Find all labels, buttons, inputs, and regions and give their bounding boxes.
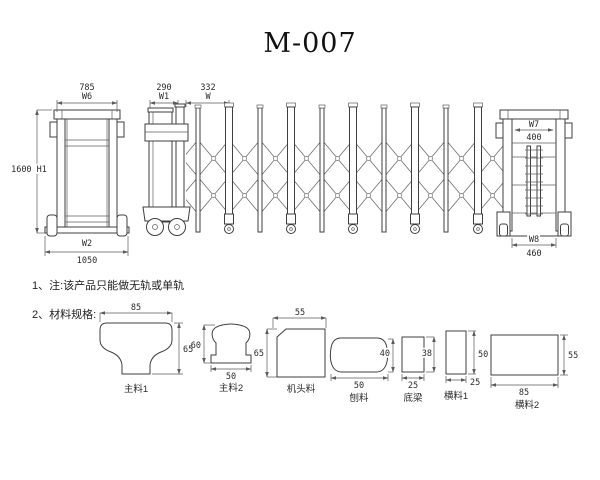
profile-3-shape [276,328,326,378]
plain-upright-bars [194,104,450,233]
profile-main-1: 85 65 主料1 [99,303,193,395]
profile-main-2: 60 50 主料2 [191,323,252,394]
end-post-hinge-tab [564,122,573,139]
left-post-height-dim: 1600 H1 [11,165,47,175]
profile-3-height-dim: 65 [254,349,264,359]
profile-cross-rail-1: 50 25 横料1 [444,330,488,402]
profile-5-width-dim: 25 [408,381,418,391]
profile-5-height-dim: 38 [422,349,432,359]
left-post-base [44,226,130,234]
profile-cross-rail-2: 55 85 横料2 [490,334,578,411]
profile-6-label: 横料1 [444,390,468,402]
left-post-width-label: W6 [82,92,92,102]
profile-6-shape [445,330,467,375]
head-unit-dimensions: 290 W1 [149,83,179,108]
section-pitch-dimensions: 332 W [185,83,230,107]
profile-1-height-dim: 65 [183,345,193,355]
end-post-base-width-dim: 460 [526,249,541,259]
head-unit-width-label: W1 [159,92,169,102]
wheeled-upright-bars [224,102,483,234]
profile-3-label: 机头料 [287,383,316,395]
end-post-ladder [525,145,543,217]
profile-bottom-beam: 38 25 底梁 [401,336,436,404]
end-post-inner-width-dim: 400 [526,133,541,143]
profile-2-height-dim: 60 [191,341,201,351]
profile-5-label: 底梁 [403,392,423,404]
profile-2-width-dim: 50 [226,372,236,382]
left-post-base-width-dim: 1050 [77,256,97,266]
left-post-base-width-label: W2 [82,239,92,249]
profile-7-label: 横料2 [515,399,539,411]
end-post-hinge-tab [495,122,504,139]
head-unit-width-dim: 290 [156,83,171,93]
end-post-caster [496,211,572,237]
left-post-drawing [44,109,130,237]
profile-3-width-dim: 55 [295,308,305,318]
profile-2-shape [210,323,252,364]
profile-6-width-dim: 25 [470,378,480,388]
profile-2-label: 主料2 [219,382,243,394]
left-post-hinge-tab [116,121,125,138]
end-post-dimensions: W7 400 W8 460 [511,120,557,259]
section-pitch-dim: 332 [200,83,215,93]
left-post-dimensions: 785 W6 1600 H1 W2 1050 [9,83,129,266]
left-post-wheel [46,214,58,237]
head-unit-wheel [168,218,186,236]
left-post-wheel [116,214,128,237]
head-unit-drawing [142,103,191,236]
note-track-type: 1、注:该产品只能做无轨或单轨 [32,278,184,292]
profile-head-material: 55 65 机头料 [254,308,327,395]
profile-4-width-dim: 50 [354,381,364,391]
end-post-inner-width-label: W7 [529,120,539,130]
profile-1-width-dim: 85 [131,303,141,313]
profile-1-label: 主料1 [124,383,148,395]
section-pitch-label: W [205,92,211,102]
profile-5-shape [401,336,425,373]
gate-uprights [194,102,483,234]
profile-7-height-dim: 55 [568,351,578,361]
head-unit-motor-housing [144,123,189,142]
profile-plane-material: 40 50 刨料 [329,337,395,404]
profile-4-label: 刨料 [349,392,369,404]
note-material-spec-heading: 2、材料规格: [32,307,96,321]
profile-1-shape [99,322,173,375]
profile-7-width-dim: 85 [519,388,529,398]
profile-4-height-dim: 40 [380,349,390,359]
head-unit-wheel [146,218,164,236]
scissor-lattice [186,140,503,214]
profile-7-shape [490,334,559,376]
end-post-base-width-label: W8 [529,235,539,245]
left-post-width-dim: 785 [79,83,94,93]
profile-4-shape [329,337,389,373]
drawing-title: M-007 [263,28,356,59]
profile-6-height-dim: 50 [478,350,488,360]
left-post-hinge-tab [49,121,58,138]
end-post-drawing [495,109,573,237]
head-unit-chassis [142,206,191,222]
